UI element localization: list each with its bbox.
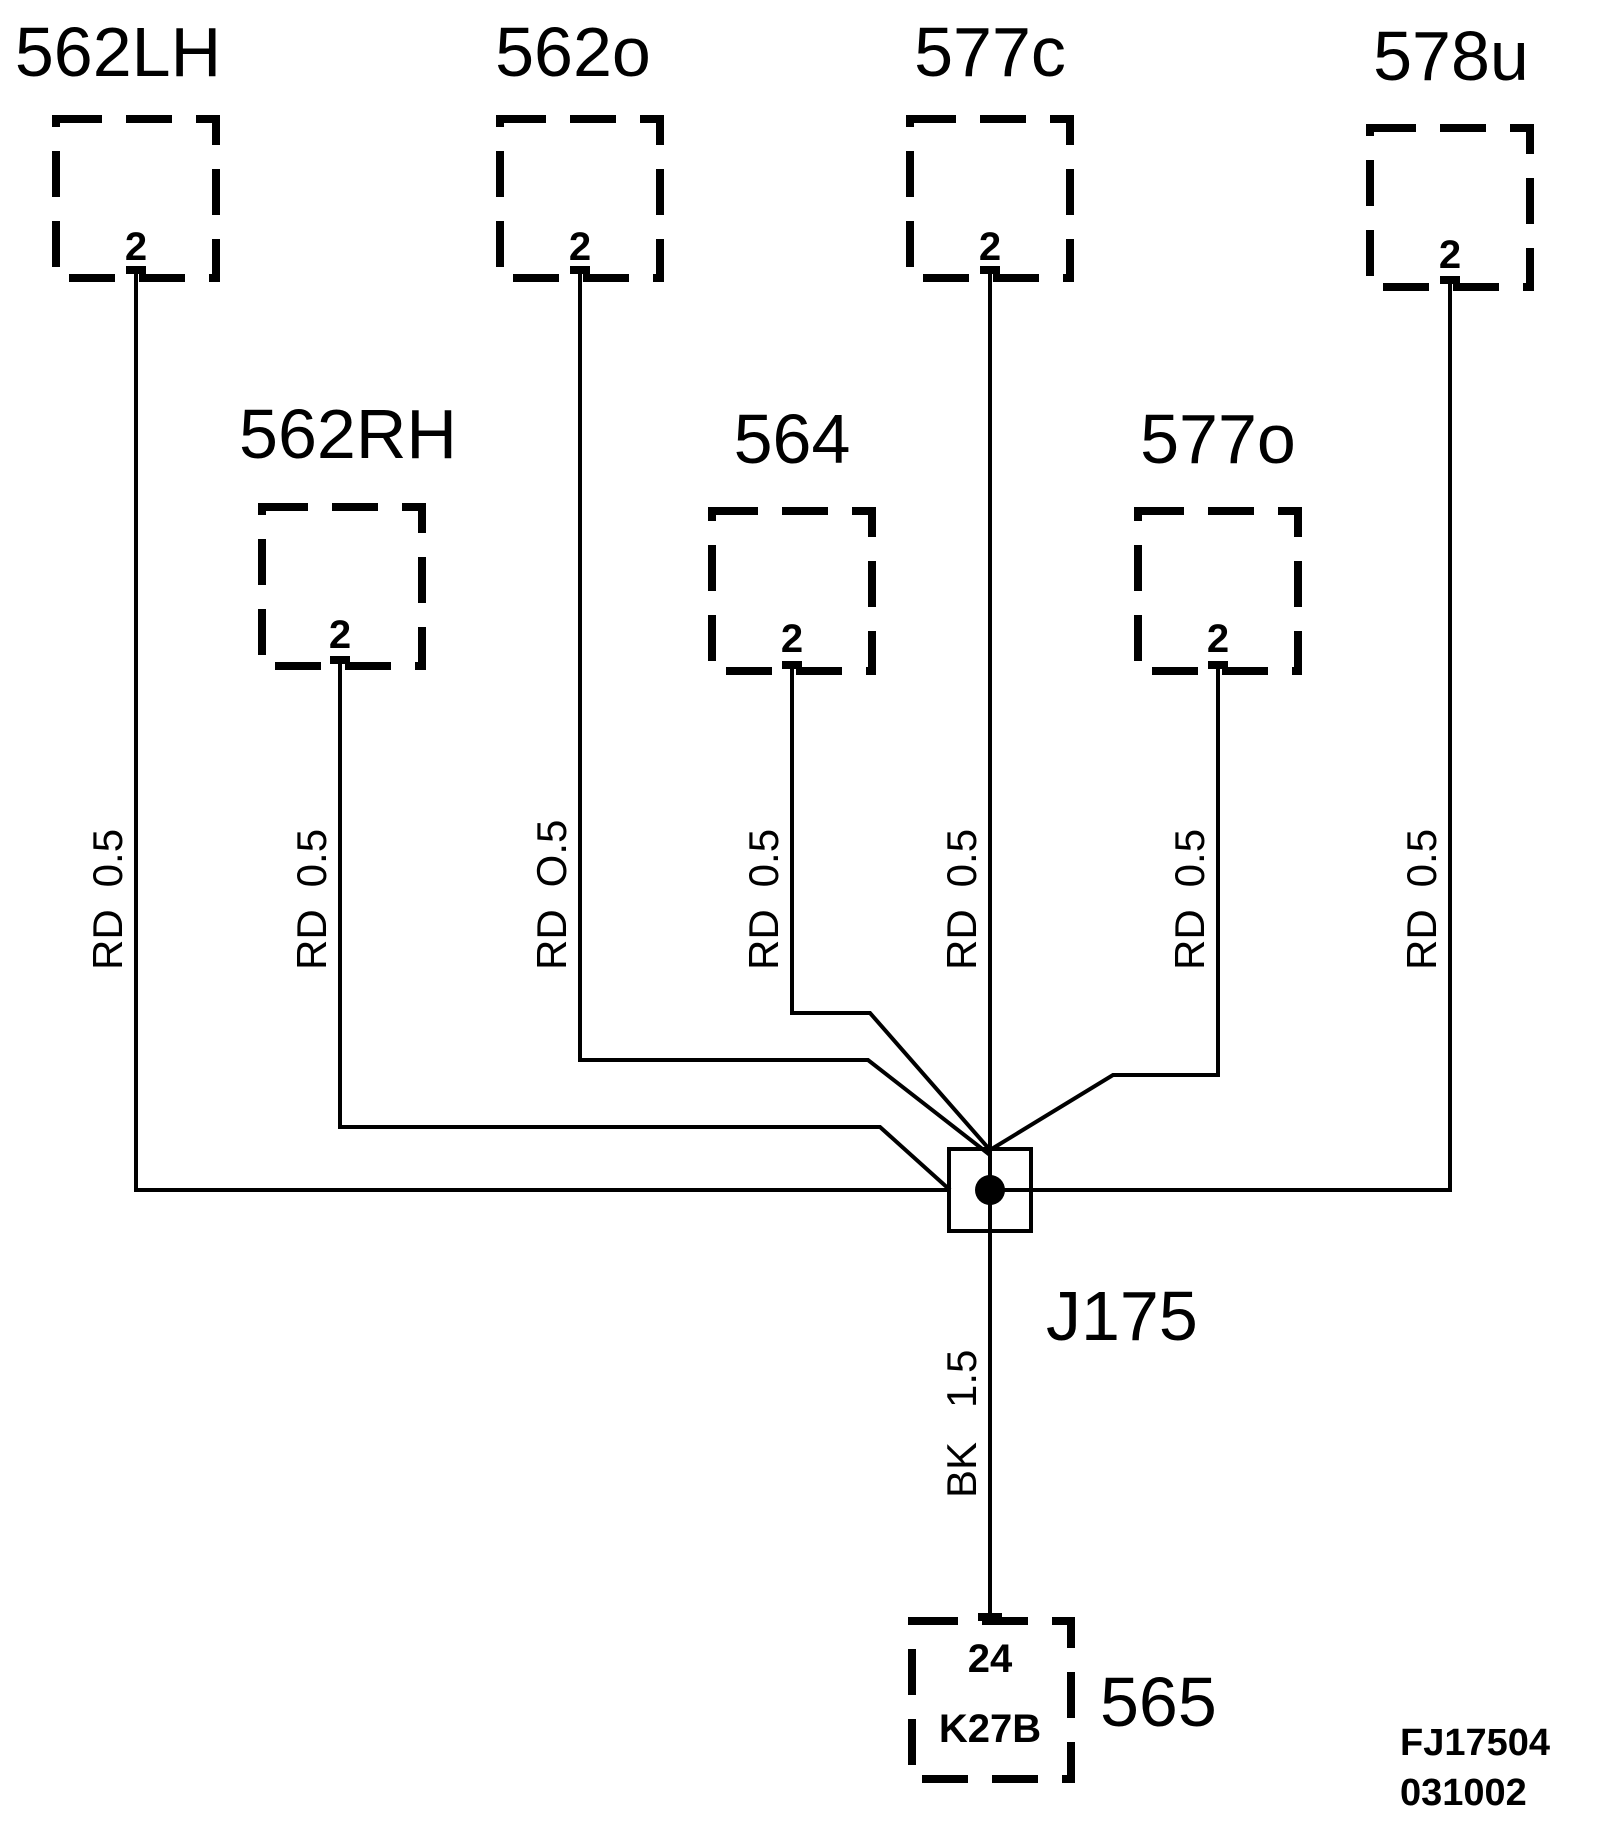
connector-box xyxy=(1134,507,1302,675)
wire-label-562rh: RD0.5 xyxy=(288,829,335,970)
splice-j175: J175 xyxy=(947,1147,1198,1355)
wire-562lh xyxy=(134,270,950,1192)
pin-label: 24 xyxy=(968,1637,1013,1681)
component-label: 565 xyxy=(1100,1663,1217,1741)
pin-label: 2 xyxy=(979,225,1001,269)
pin-label: 2 xyxy=(1439,233,1461,277)
component-label: 578u xyxy=(1373,17,1529,95)
component-562lh: 562LH 2 xyxy=(15,13,221,282)
svg-text:RD0.5: RD0.5 xyxy=(84,829,131,970)
splice-dot xyxy=(975,1175,1005,1205)
wire-label-564: RD0.5 xyxy=(740,829,787,970)
connector-box xyxy=(708,507,876,675)
wire-562rh xyxy=(338,660,952,1192)
wire-label-577c: RD0.5 xyxy=(938,829,985,970)
component-label: 562o xyxy=(495,13,651,91)
reference-block: FJ17504 031002 xyxy=(1400,1722,1550,1814)
svg-text:RDO.5: RDO.5 xyxy=(528,820,575,970)
component-label: 577c xyxy=(914,13,1066,91)
svg-text:RD0.5: RD0.5 xyxy=(740,829,787,970)
connector-box xyxy=(496,115,664,282)
splice-label: J175 xyxy=(1046,1277,1198,1355)
connector-box xyxy=(1366,124,1534,291)
wire-label-577o: RD0.5 xyxy=(1166,829,1213,970)
wire-577o xyxy=(988,665,1220,1152)
connector-box xyxy=(52,115,220,282)
component-577o: 577o 2 xyxy=(1134,400,1302,675)
component-562rh: 562RH 2 xyxy=(239,395,457,670)
connector-code: K27B xyxy=(939,1707,1041,1751)
component-label: 562RH xyxy=(239,395,457,473)
wire-564 xyxy=(790,665,992,1152)
wires xyxy=(134,270,1452,1617)
pin-label: 2 xyxy=(1207,617,1229,661)
component-label: 564 xyxy=(734,400,851,478)
svg-text:RD0.5: RD0.5 xyxy=(1398,829,1445,970)
svg-text:BK1.5: BK1.5 xyxy=(938,1350,985,1498)
pin-label: 2 xyxy=(781,617,803,661)
connector-box xyxy=(906,115,1074,282)
component-577c: 577c 2 xyxy=(906,13,1074,282)
wire-labels: RD0.5 RD0.5 RDO.5 RD0.5 RD0.5 RD0.5 RD0.… xyxy=(84,820,1445,1498)
wire-label-562o: RDO.5 xyxy=(528,820,575,970)
splice-box xyxy=(947,1147,1033,1233)
component-label: 562LH xyxy=(15,13,221,91)
component-578u: 578u 2 xyxy=(1366,17,1534,291)
svg-text:RD0.5: RD0.5 xyxy=(1166,829,1213,970)
wire-label-578u: RD0.5 xyxy=(1398,829,1445,970)
pin-label: 2 xyxy=(125,225,147,269)
reference-date: 031002 xyxy=(1400,1772,1527,1814)
connector-box xyxy=(258,503,426,670)
wire-label-ground: BK1.5 xyxy=(938,1350,985,1498)
connector-565: 24 K27B 565 xyxy=(908,1613,1217,1783)
reference-code: FJ17504 xyxy=(1400,1722,1550,1764)
svg-text:RD0.5: RD0.5 xyxy=(938,829,985,970)
pin-label: 2 xyxy=(569,225,591,269)
wire-578u xyxy=(990,280,1452,1192)
wire-562o xyxy=(578,270,992,1157)
component-label: 577o xyxy=(1140,400,1296,478)
component-564: 564 2 xyxy=(708,400,876,675)
wire-label-562lh: RD0.5 xyxy=(84,829,131,970)
component-562o: 562o 2 xyxy=(495,13,664,282)
svg-text:RD0.5: RD0.5 xyxy=(288,829,335,970)
pin-label: 2 xyxy=(329,613,351,657)
